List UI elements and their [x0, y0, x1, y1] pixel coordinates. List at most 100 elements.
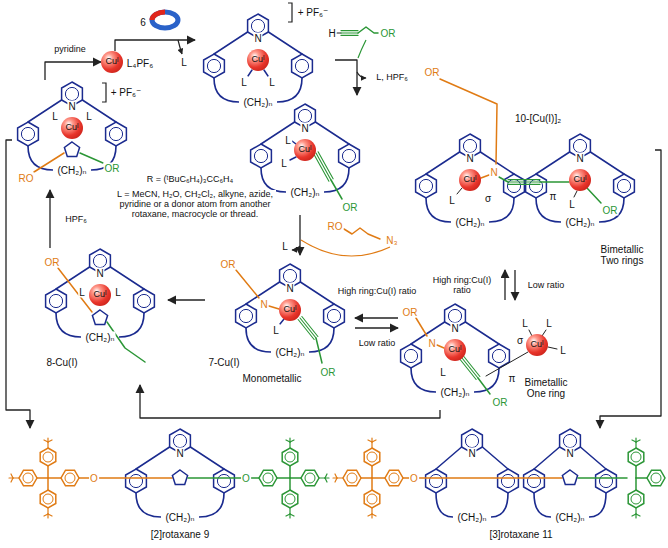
atom-label: N: [285, 283, 294, 294]
bond-line: [462, 358, 478, 378]
copper-ion: Cuᴵ: [61, 117, 83, 139]
rotaxane-structure: NNO(CH₂)ₙ(CH₂)ₙ[3]rotaxane 11: [345, 428, 665, 542]
aromatic-circle: [129, 474, 142, 487]
atom-label: N: [450, 323, 459, 334]
note-text: L = MeCN, H₂O, CH₂Cl₂, alkyne, azide, py…: [114, 190, 276, 220]
aromatic-circle: [305, 473, 315, 483]
chain-label: (CH₂)ₙ: [275, 347, 306, 358]
chain-line: [316, 338, 322, 363]
benzene-ring: [292, 54, 313, 78]
bond-line: [372, 440, 376, 442]
bond-line: [269, 306, 279, 309]
aromatic-circle: [65, 473, 75, 483]
condition-label: Low ratio: [358, 339, 397, 349]
reagent-label: 6: [139, 17, 147, 28]
bond-line: [578, 477, 627, 479]
atom-label: L: [448, 195, 456, 206]
atom-label: N: [95, 268, 104, 279]
alkyl-chain: [536, 198, 561, 222]
aromatic-circle: [295, 59, 308, 72]
bond-line: [335, 474, 337, 478]
benzene-ring: [251, 144, 272, 168]
bond-line: [300, 318, 316, 338]
reagent-label: OR: [380, 28, 397, 39]
bond-line: [335, 478, 337, 482]
benzene-ring: [614, 174, 635, 198]
aromatic-circle: [93, 254, 106, 267]
atom-label: O: [409, 473, 419, 484]
reaction-arrow: [355, 327, 398, 328]
bond-line: [190, 447, 224, 469]
bond-line: [371, 442, 372, 448]
benzene-ring: [106, 122, 127, 146]
benzene-ring: [339, 144, 360, 168]
aromatic-circle: [347, 473, 357, 483]
bond-line: [136, 447, 170, 469]
bond-line: [264, 70, 268, 76]
atom-label: N: [565, 448, 574, 459]
atom-label: + PF₆⁻: [110, 87, 143, 98]
bond-line: [465, 322, 499, 344]
bond-line: [372, 514, 376, 516]
macrocycle-icon: [152, 12, 178, 28]
bond-line: [371, 466, 373, 478]
bond-line: [536, 152, 570, 174]
bond-line: [508, 184, 540, 185]
atom-label: N: [489, 167, 498, 178]
chain-line: [80, 153, 103, 163]
bond-line: [188, 477, 241, 479]
aromatic-circle: [573, 139, 586, 152]
metal-label: Cuᴵ: [251, 55, 264, 65]
reaction-arrow: [504, 270, 505, 300]
aromatic-circle: [599, 474, 612, 487]
aromatic-circle: [492, 349, 505, 362]
bond-line: [499, 177, 508, 182]
complex-structure: OR10-[Cu(I)]₂NNNLLσπOR(CH₂)ₙ(CH₂)ₙBimeta…: [410, 55, 655, 270]
bond-line: [79, 477, 89, 479]
bond-line: [590, 152, 624, 174]
metal-label: Cuᴵ: [463, 175, 476, 185]
bond-line: [534, 447, 560, 469]
benzene-ring: [134, 289, 155, 313]
alkyl-chain: [309, 328, 334, 352]
condition-label: HPF₆: [64, 215, 88, 225]
atom-label: L: [114, 287, 122, 298]
copper-ion: Cuᴵ: [89, 284, 111, 306]
benzene-ring: [647, 470, 665, 486]
benzene-ring: [282, 490, 298, 508]
atom-label: OR: [220, 259, 237, 270]
bond-line: [314, 154, 329, 181]
chain-label: (CH₂)ₙ: [57, 165, 88, 176]
benzene-ring: [504, 174, 525, 198]
benzene-ring: [46, 289, 67, 313]
aromatic-circle: [23, 473, 33, 483]
bond-line: [337, 32, 341, 33]
bond-line: [319, 477, 325, 478]
bond-line: [426, 152, 460, 174]
chain-line: [440, 79, 497, 164]
bond-line: [289, 466, 291, 478]
reagent-feed: [301, 240, 390, 256]
bond-line: [214, 32, 248, 54]
bond-line: [44, 440, 48, 442]
alkyl-chain: [56, 313, 81, 337]
copper-ion: Cuᴵ: [294, 139, 316, 161]
chain-line: [344, 228, 380, 239]
aromatic-circle: [173, 434, 186, 447]
atom-label: OR: [402, 307, 419, 318]
alkyl-chain: [136, 493, 161, 517]
atom-label: RO: [18, 173, 35, 184]
atom-label: L: [51, 111, 59, 122]
alkyl-chain: [491, 493, 508, 517]
bond-line: [635, 466, 637, 478]
condition-label: Low ratio: [527, 281, 566, 291]
aromatic-circle: [463, 139, 476, 152]
copper-ion: Cuᴵ: [526, 334, 548, 356]
benzene-ring: [524, 469, 545, 493]
compound-label: Bimetallic Two rings: [591, 244, 653, 266]
compound-label: [3]rotaxane 11: [488, 529, 553, 540]
compound-label: 8-Cu(I): [45, 357, 78, 368]
benzene-ring: [526, 174, 547, 198]
atom-label: L₄PF₆: [126, 58, 154, 69]
bond-line: [632, 440, 636, 442]
